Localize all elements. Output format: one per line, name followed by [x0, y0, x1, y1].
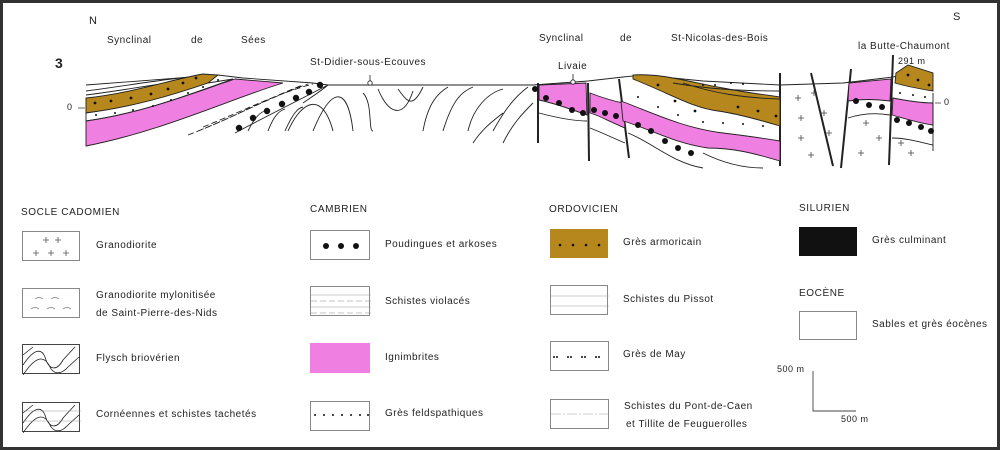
gres-feldspathiques-dots: [95, 79, 926, 127]
syncline-stnicolas-label-3: St-Nicolas-des-Bois: [671, 33, 769, 44]
legend-flysch-swatch: [22, 344, 80, 375]
fault-2: [587, 82, 590, 162]
legend-schistes-pissot-swatch: [550, 285, 609, 315]
legend-gres-feldspathiques-label: Grès feldspathiques: [385, 408, 484, 419]
topographic-surface: [85, 72, 934, 86]
granodiorite-crosses: [795, 90, 914, 158]
syncline-sees-label-1: Synclinal: [107, 35, 152, 46]
fault-7: [888, 54, 894, 166]
fault-5: [810, 72, 834, 167]
north-label: N: [89, 15, 98, 27]
section-number: 3: [55, 55, 64, 71]
scale-bar: [812, 371, 856, 412]
legend-schistes-pissot-label: Schistes du Pissot: [623, 294, 714, 305]
legend-gres-armoricain-label: Grès armoricain: [623, 237, 702, 248]
legend-gres-armoricain-swatch: [550, 229, 608, 258]
legend-gres-feldspathiques-swatch: [310, 401, 370, 431]
legend-gres-may-label: Grès de May: [623, 349, 686, 360]
south-label: S: [953, 11, 961, 23]
legend-gres-may-swatch: [550, 341, 609, 371]
zero-left-label: 0: [67, 102, 73, 112]
legend-ordovicien-title: ORDOVICIEN: [549, 204, 619, 215]
legend-gres-culminant-swatch: [799, 227, 857, 256]
legend-cambrien-title: CAMBRIEN: [310, 204, 368, 215]
legend-granodiorite-swatch: [22, 231, 80, 261]
legend-ignimbrites-swatch: [310, 343, 370, 373]
legend-flysch-label: Flysch briovérien: [96, 353, 181, 364]
syncline-sees-label-3: Sées: [241, 35, 266, 46]
legend-corneennes-label: Cornéennes et schistes tachetés: [96, 409, 257, 420]
gres-armoricain-main: [632, 74, 781, 127]
legend-granodiorite-mylonitisee-label-2: de Saint-Pierre-des-Nids: [96, 308, 218, 319]
legend-schistes-pont-de-caen-swatch: [550, 399, 610, 429]
legend-gres-culminant-label: Grès culminant: [872, 235, 947, 246]
legend-schistes-violaces-label: Schistes violacés: [385, 296, 471, 307]
legend-socle-title: SOCLE CADOMIEN: [21, 207, 120, 218]
cross-section-drawing: [78, 54, 941, 412]
legend-schistes-violaces-swatch: [310, 286, 371, 316]
livaie-marker: [570, 79, 576, 85]
livaie-label: Livaie: [558, 61, 588, 72]
ignimbrite-left: [85, 78, 284, 147]
flysch-folds: [247, 86, 534, 144]
ignimbrite-right-a: [847, 78, 892, 102]
ignimbrite-block-a: [538, 82, 588, 116]
legend-ignimbrites-label: Ignimbrites: [385, 352, 440, 363]
scale-vertical-label: 500 m: [777, 364, 805, 374]
legend-schistes-pont-de-caen-label-2: et Tillite de Feuguerolles: [626, 419, 748, 430]
butte-chaumont-label: la Butte-Chaumont: [858, 41, 950, 52]
legend-corneennes-swatch: [22, 402, 81, 433]
gres-armoricain-butte: [894, 64, 934, 92]
scale-horizontal-label: 500 m: [841, 414, 869, 424]
syncline-sees-label-2: de: [191, 35, 204, 46]
legend-granodiorite-label: Granodiorite: [96, 240, 158, 251]
legend-poudingues-label: Poudingues et arkoses: [385, 239, 498, 250]
poudingue-base-left: [234, 84, 329, 134]
syncline-stnicolas-label-1: Synclinal: [539, 33, 584, 44]
st-didier-label: St-Didier-sous-Ecouves: [310, 57, 427, 68]
poudingue-dots: [235, 81, 934, 156]
legend-schistes-pont-de-caen-label: Schistes du Pont-de-Caen: [624, 401, 753, 412]
ignimbrite-main: [620, 100, 781, 162]
schistes-violaces-left: [187, 83, 314, 136]
ignimbrite-block-b: [589, 92, 626, 129]
altitude-label: 291 m: [898, 56, 926, 66]
zero-right-label: 0: [944, 97, 950, 107]
legend-silurien-title: SILURIEN: [799, 203, 850, 214]
legend-granodiorite-mylonitisee-swatch: [22, 288, 80, 318]
town-markers: [367, 74, 576, 86]
legend-sables-eocenes-swatch: [799, 311, 857, 340]
st-didier-marker: [367, 80, 373, 86]
legend-sables-eocenes-label: Sables et grès éocènes: [872, 319, 988, 330]
legend-poudingues-swatch: [310, 230, 370, 260]
syncline-stnicolas-label-2: de: [620, 33, 633, 44]
gres-armoricain-dots: [93, 73, 931, 118]
schistes-upper-main: [672, 82, 781, 100]
legend-eocene-title: EOCÈNE: [799, 288, 845, 299]
legend-granodiorite-mylonitisee-label: Granodiorite mylonitisée: [96, 290, 216, 301]
